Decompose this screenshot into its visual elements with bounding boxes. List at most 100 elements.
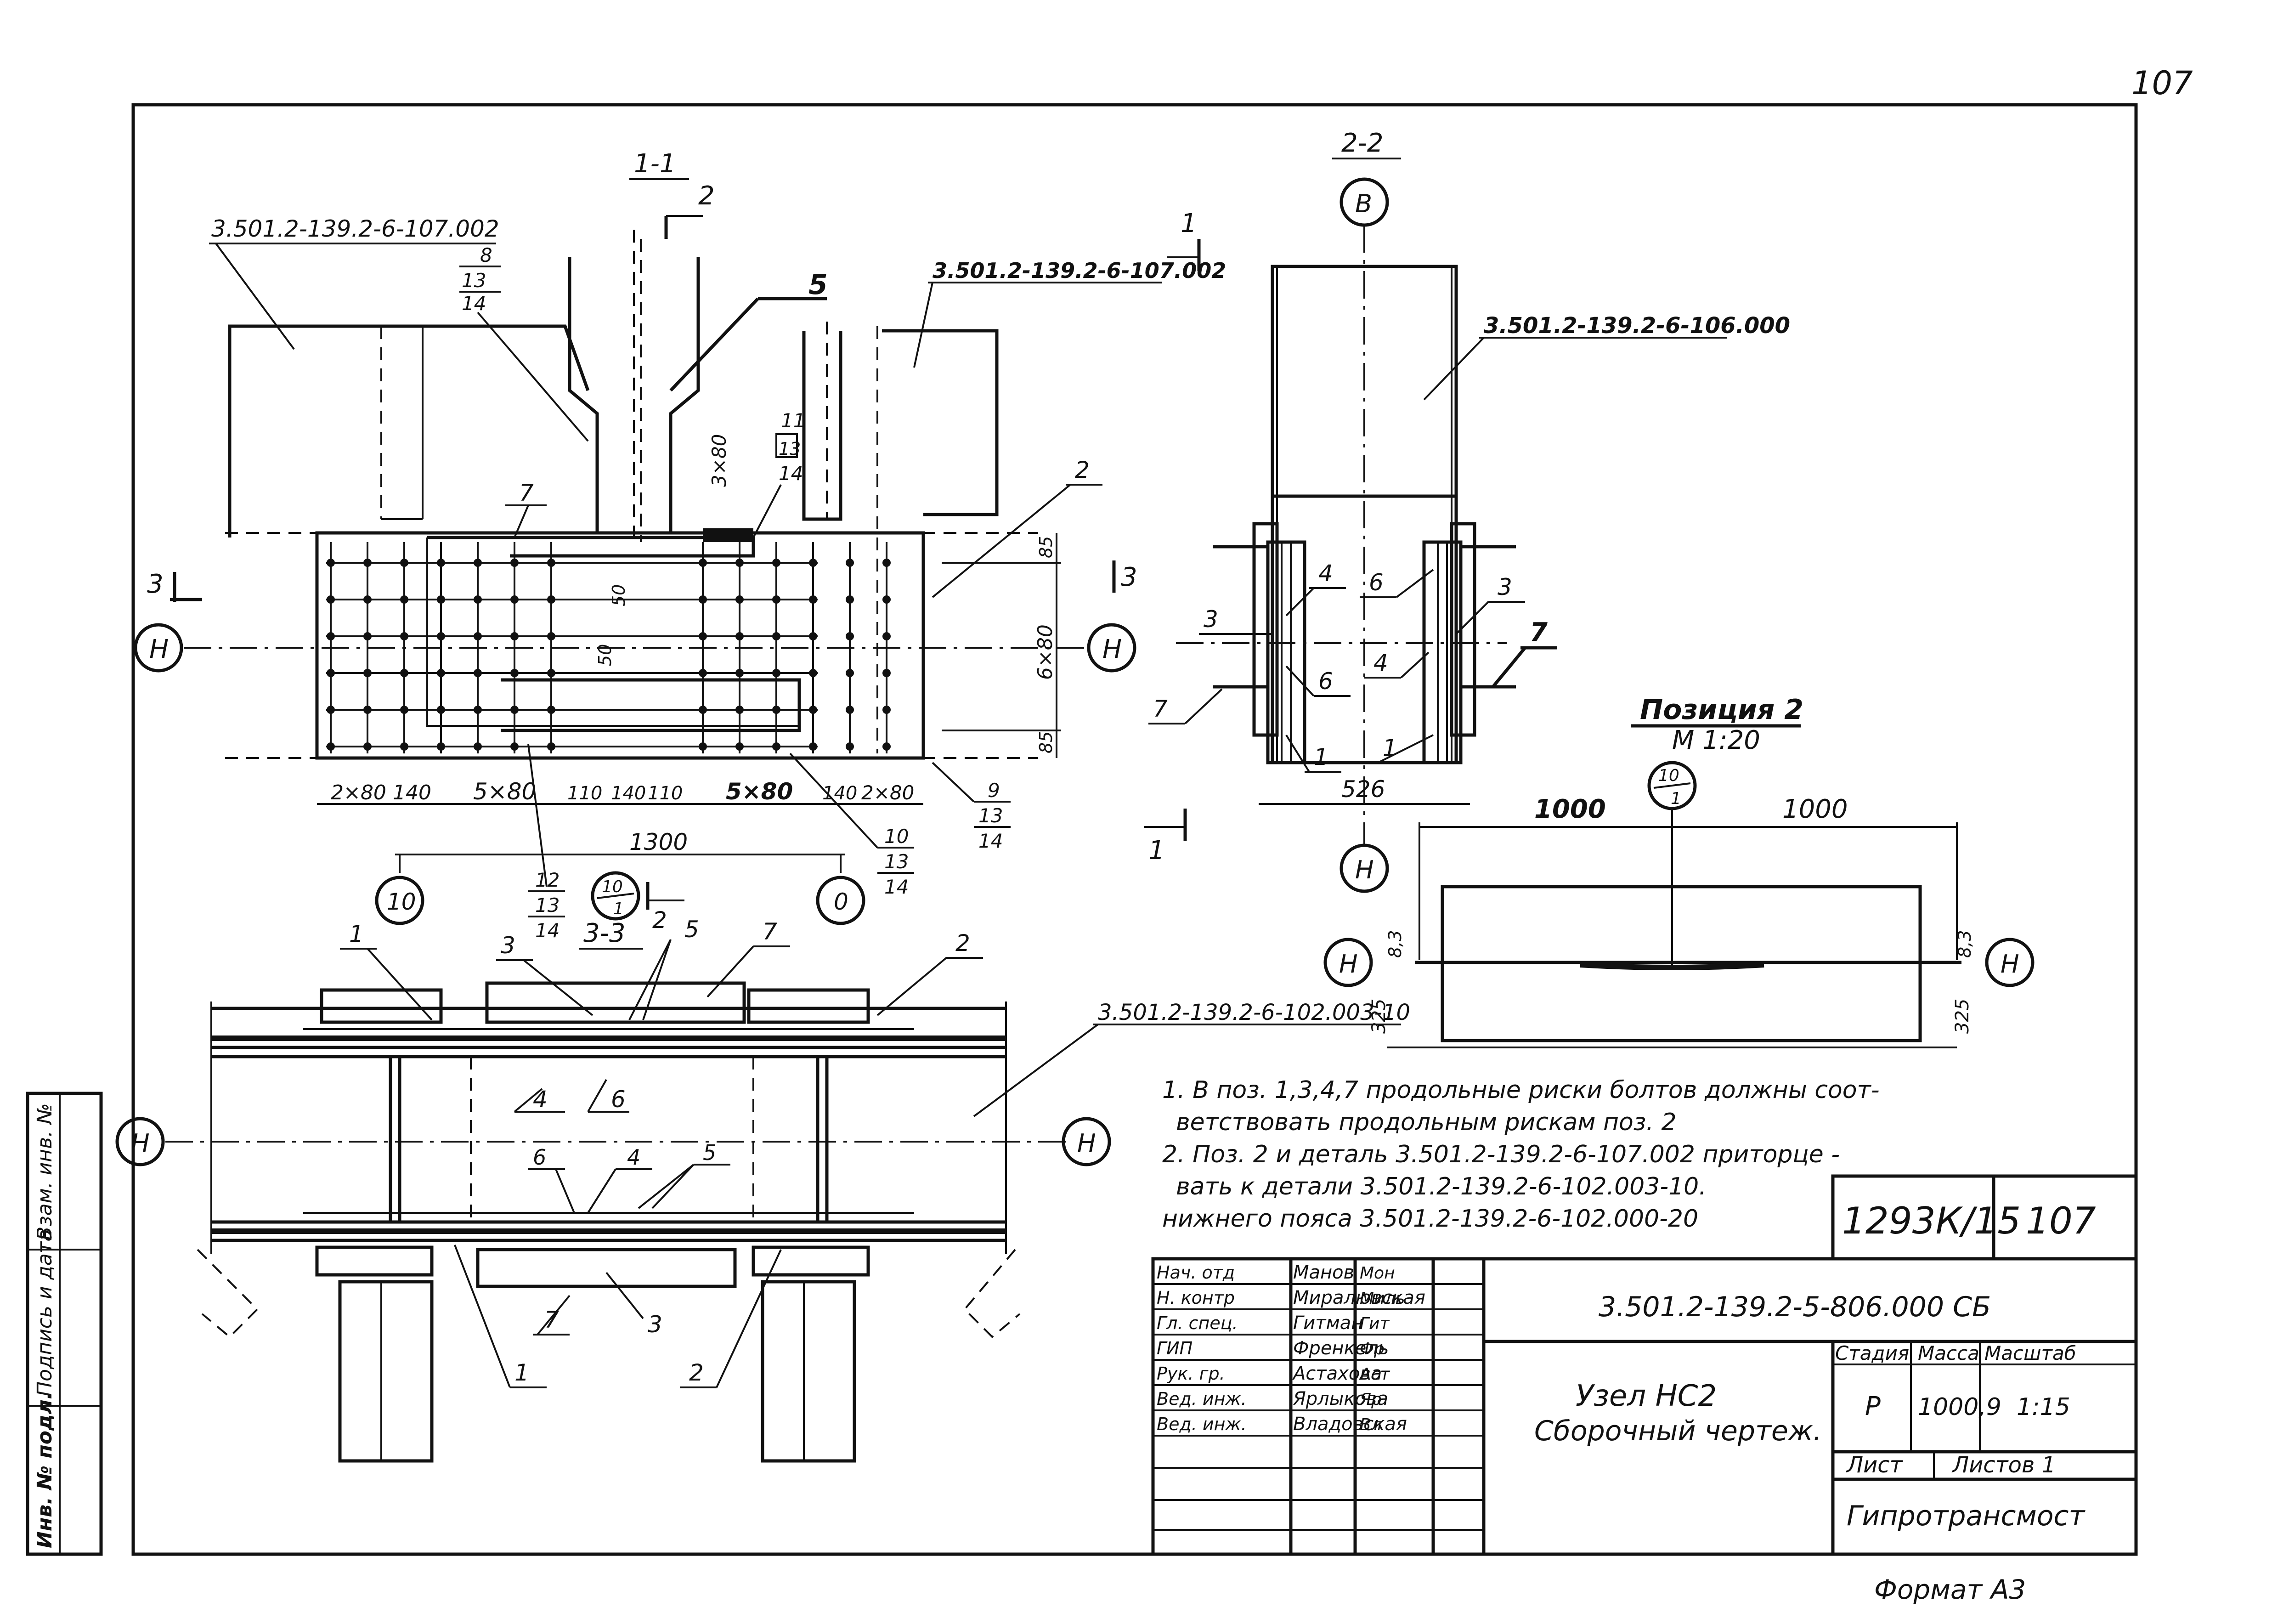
bolt-hole [699, 632, 707, 640]
bolt-hole [437, 742, 445, 751]
bolt-hole [735, 742, 744, 751]
dim-5x80-r: 5×80 [726, 778, 793, 805]
pos-10: 10 [884, 825, 909, 848]
dim-2x80-l: 2×80 [331, 781, 386, 804]
ref-107-right: 3.501.2-139.2-6-107.002 [933, 258, 1226, 283]
bolt-hole [809, 742, 817, 751]
pos-14-e: 14 [535, 919, 560, 942]
dim-1000-left: 1000 [1534, 794, 1606, 824]
pos-11: 11 [781, 409, 805, 432]
bolt-dots [327, 559, 891, 751]
pos-2-c: 2 [955, 930, 970, 956]
bolt-hole [882, 559, 891, 567]
axis-H-22: Н [1355, 855, 1374, 884]
sheet-label: Лист [1846, 1452, 1904, 1478]
weld-plate [703, 528, 753, 542]
pos-2-d: 2 [689, 1359, 704, 1386]
pos-6-d: 6 [611, 1086, 626, 1113]
stage-value: Р [1865, 1392, 1881, 1421]
dim-85-bottom: 85 [1036, 731, 1056, 753]
bolt-hole [547, 559, 555, 567]
bolt-hole [400, 742, 408, 751]
bolt-hole [400, 595, 408, 604]
bolt-hole [809, 595, 817, 604]
bolt-hole [846, 669, 854, 677]
pos-9: 9 [988, 779, 1000, 802]
bolt-hole [809, 632, 817, 640]
pos-13-c: 13 [978, 804, 1003, 827]
dim-325-left: 325 [1368, 999, 1390, 1034]
dim-8-3-right: 8,3 [1955, 930, 1975, 958]
stamp-name: Гитман [1293, 1313, 1363, 1334]
scale-label: Масштаб [1984, 1342, 2076, 1364]
bolt-hole [699, 669, 707, 677]
title-line-2: Сборочный чертеж. [1534, 1415, 1822, 1447]
pos-4-c: 4 [1373, 650, 1388, 676]
stamp-role: Рук. гр. [1157, 1364, 1225, 1384]
side-sign-date: Подпись и дата [33, 1229, 57, 1397]
bolt-hole [735, 559, 744, 567]
bolt-hole [363, 742, 372, 751]
bolt-hole [882, 742, 891, 751]
dim-140-a: 140 [393, 781, 431, 804]
bolt-hole [735, 595, 744, 604]
callout-b-num: 10 [1658, 766, 1679, 785]
note-line-5: нижнего пояса 3.501.2-139.2-6-102.000-20 [1162, 1205, 1698, 1233]
stamp-signature: Миль [1360, 1289, 1405, 1308]
pos-5-b: 5 [684, 916, 699, 943]
view-section-3-3: 3-3 2 5 3 7 1 2 3.501.2-139.2-6-102.003-… [115, 882, 1410, 1463]
dim-2x80-r: 2×80 [861, 781, 914, 804]
dim-8-3-left: 8,3 [1385, 930, 1405, 958]
position2-title: Позиция 2 [1640, 694, 1803, 726]
axis-H-right-3: Н [1077, 1129, 1096, 1158]
bolt-hole [699, 706, 707, 714]
pos-1-b: 1 [1314, 744, 1328, 770]
bolt-hole [327, 669, 335, 677]
axis-B: В [1355, 189, 1372, 218]
bolt-hole [735, 706, 744, 714]
bolt-hole [400, 669, 408, 677]
pos-13-d: 13 [884, 850, 909, 873]
axis-H-left-3: Н [131, 1129, 150, 1158]
pos-3-d: 3 [501, 932, 515, 959]
pos-7-d: 7 [763, 918, 777, 945]
dim-1300: 1300 [629, 829, 688, 855]
stamp-role: ГИП [1157, 1338, 1193, 1358]
bolt-hole [846, 632, 854, 640]
organization: Гипротрансмост [1847, 1500, 2086, 1532]
dim-3x80: 3×80 [708, 434, 730, 487]
side-stamp: Взам. инв. № Подпись и дата Инв. № подл. [26, 1092, 103, 1556]
dim-5x80-l: 5×80 [473, 778, 536, 805]
doc-code: 3.501.2-139.2-5-806.000 СБ [1599, 1291, 1991, 1323]
pos-2-b: 2 [652, 907, 667, 934]
side-inv-podl: Инв. № подл. [33, 1392, 57, 1548]
bolt-hole [772, 706, 780, 714]
bolt-hole [437, 706, 445, 714]
bolt-hole [510, 742, 519, 751]
dim-6x80: 6×80 [1034, 624, 1057, 680]
bolt-hole [772, 742, 780, 751]
bolt-hole [846, 559, 854, 567]
bolt-hole [809, 706, 817, 714]
pos-4-b: 4 [1318, 560, 1333, 587]
bolt-hole [510, 669, 519, 677]
mass-label: Масса [1918, 1342, 1979, 1364]
callout-a-den: 1 [613, 900, 624, 918]
dim-526: 526 [1341, 776, 1385, 803]
bolt-hole [699, 595, 707, 604]
bolt-hole [547, 595, 555, 604]
bolt-hole [882, 669, 891, 677]
bolt-hole [474, 559, 482, 567]
bolt-hole [474, 632, 482, 640]
ref-106: 3.501.2-139.2-6-106.000 [1484, 313, 1790, 339]
note-line-4: вать к детали 3.501.2-139.2-6-102.003-10… [1176, 1173, 1707, 1200]
note-line-2: ветствовать продольным рискам поз. 2 [1176, 1109, 1677, 1136]
bolt-hole [699, 742, 707, 751]
bolt-hole [474, 669, 482, 677]
pos-8: 8 [480, 244, 492, 266]
bolt-hole [547, 742, 555, 751]
note-line-1: 1. В поз. 1,3,4,7 продольные риски болто… [1162, 1076, 1880, 1104]
scale-value: 1:15 [2017, 1393, 2070, 1421]
bolt-hole [400, 559, 408, 567]
